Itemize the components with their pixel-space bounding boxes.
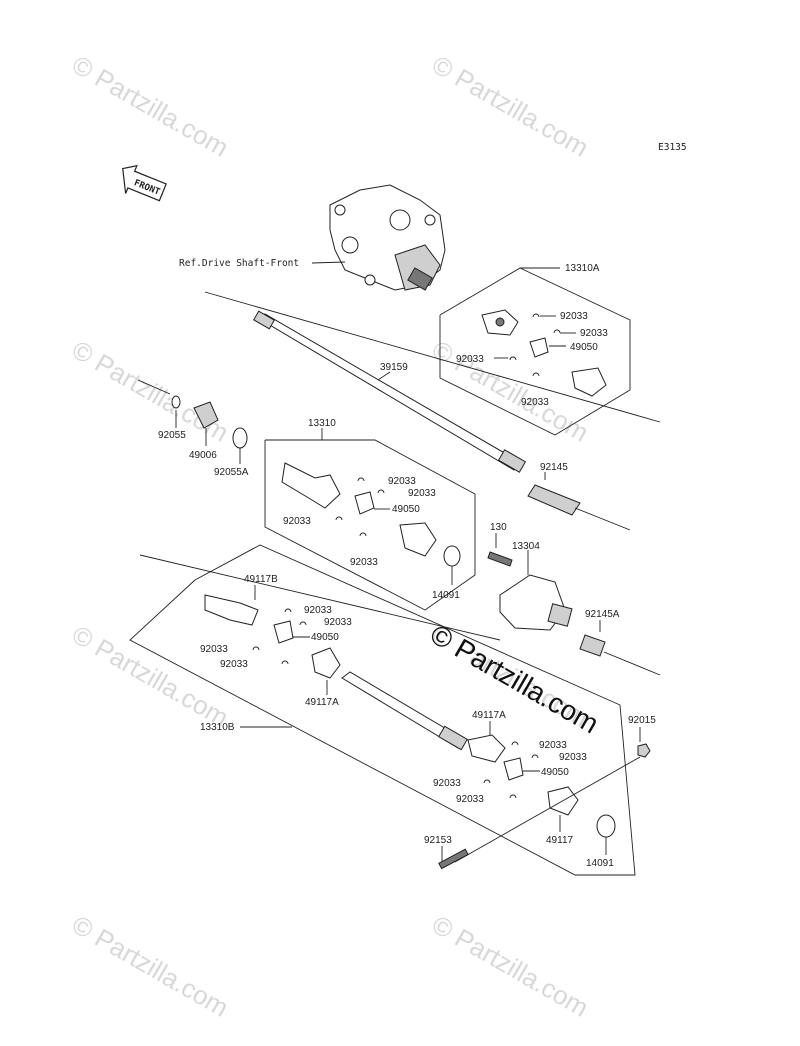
part-label: 49050 xyxy=(541,767,569,778)
propeller-shaft-lower xyxy=(341,671,468,751)
part-label: 92145A xyxy=(585,609,620,620)
part-label: 39159 xyxy=(380,362,408,373)
part-label: 92033 xyxy=(304,605,332,616)
washer xyxy=(443,545,461,567)
yoke-part xyxy=(204,594,259,626)
part-label: 14091 xyxy=(432,590,460,601)
part-label: 49050 xyxy=(570,342,598,353)
yoke-part xyxy=(467,734,506,763)
boot-part xyxy=(193,401,219,429)
yoke-part xyxy=(281,462,341,509)
part-label: 13310B xyxy=(200,722,235,733)
yoke-part xyxy=(399,522,437,557)
o-ring xyxy=(232,427,248,449)
part-label: 49050 xyxy=(311,632,339,643)
cross-joint-part xyxy=(503,757,524,781)
yoke-part xyxy=(571,367,607,397)
part-label: 92015 xyxy=(628,715,656,726)
part-label: 92033 xyxy=(283,516,311,527)
center-line xyxy=(204,291,661,423)
part-label: 92033 xyxy=(388,476,416,487)
watermark-main: © Partzilla.com xyxy=(425,618,604,739)
part-label: 92033 xyxy=(200,644,228,655)
part-label: 92033 xyxy=(220,659,248,670)
part-label: 92145 xyxy=(540,462,568,473)
drive-shaft-39159 xyxy=(253,310,527,473)
part-label: 49117B xyxy=(244,574,278,585)
watermark: © Partzilla.com xyxy=(67,909,234,1023)
group-box-13310 xyxy=(264,439,476,611)
part-label: 92033 xyxy=(521,397,549,408)
part-label: 92033 xyxy=(433,778,461,789)
part-label: 92055A xyxy=(214,467,249,478)
front-arrow-icon: FRONT xyxy=(122,164,167,202)
part-label: 130 xyxy=(490,522,507,533)
part-label: 49117A xyxy=(472,710,506,721)
cross-joint-part xyxy=(273,620,294,644)
part-label: 13304 xyxy=(512,541,540,552)
part-label: 92033 xyxy=(408,488,436,499)
cross-joint-part xyxy=(529,337,549,358)
spring-part xyxy=(527,484,581,516)
part-label: 13310 xyxy=(308,418,336,429)
washer xyxy=(596,814,616,838)
part-label: 92033 xyxy=(350,557,378,568)
part-label: 92033 xyxy=(580,328,608,339)
spring-part xyxy=(579,634,606,657)
watermark: © Partzilla.com xyxy=(427,49,594,163)
part-label: 49006 xyxy=(189,450,217,461)
part-label: 92033 xyxy=(324,617,352,628)
group-box-13310B xyxy=(129,544,636,876)
part-label: 49050 xyxy=(392,504,420,515)
o-ring xyxy=(171,395,181,409)
watermark: © Partzilla.com xyxy=(427,909,594,1023)
watermark: © Partzilla.com xyxy=(67,619,234,733)
part-label: 92033 xyxy=(559,752,587,763)
bolt-part xyxy=(487,551,513,567)
part-label: 92033 xyxy=(560,311,588,322)
part-label: 92033 xyxy=(456,794,484,805)
cross-joint-part xyxy=(354,491,375,515)
part-label: 92153 xyxy=(424,835,452,846)
part-label: 13310A xyxy=(565,263,600,274)
part-label: 49117A xyxy=(305,697,339,708)
yoke-part xyxy=(311,647,341,679)
ref-drive-shaft-label: Ref.Drive Shaft-Front xyxy=(179,258,299,269)
part-label: 49117 xyxy=(546,835,574,846)
part-label: 92033 xyxy=(456,354,484,365)
ref-leader xyxy=(311,261,346,264)
watermark: © Partzilla.com xyxy=(67,49,234,163)
final-gear-case xyxy=(329,184,446,291)
bolt-part xyxy=(438,848,469,870)
part-label: 14091 xyxy=(586,858,614,869)
part-label: 92055 xyxy=(158,430,186,441)
diagram-code: E3135 xyxy=(658,142,687,153)
nut-part xyxy=(637,743,651,758)
watermark: © Partzilla.com xyxy=(67,334,234,448)
part-label: 92033 xyxy=(539,740,567,751)
